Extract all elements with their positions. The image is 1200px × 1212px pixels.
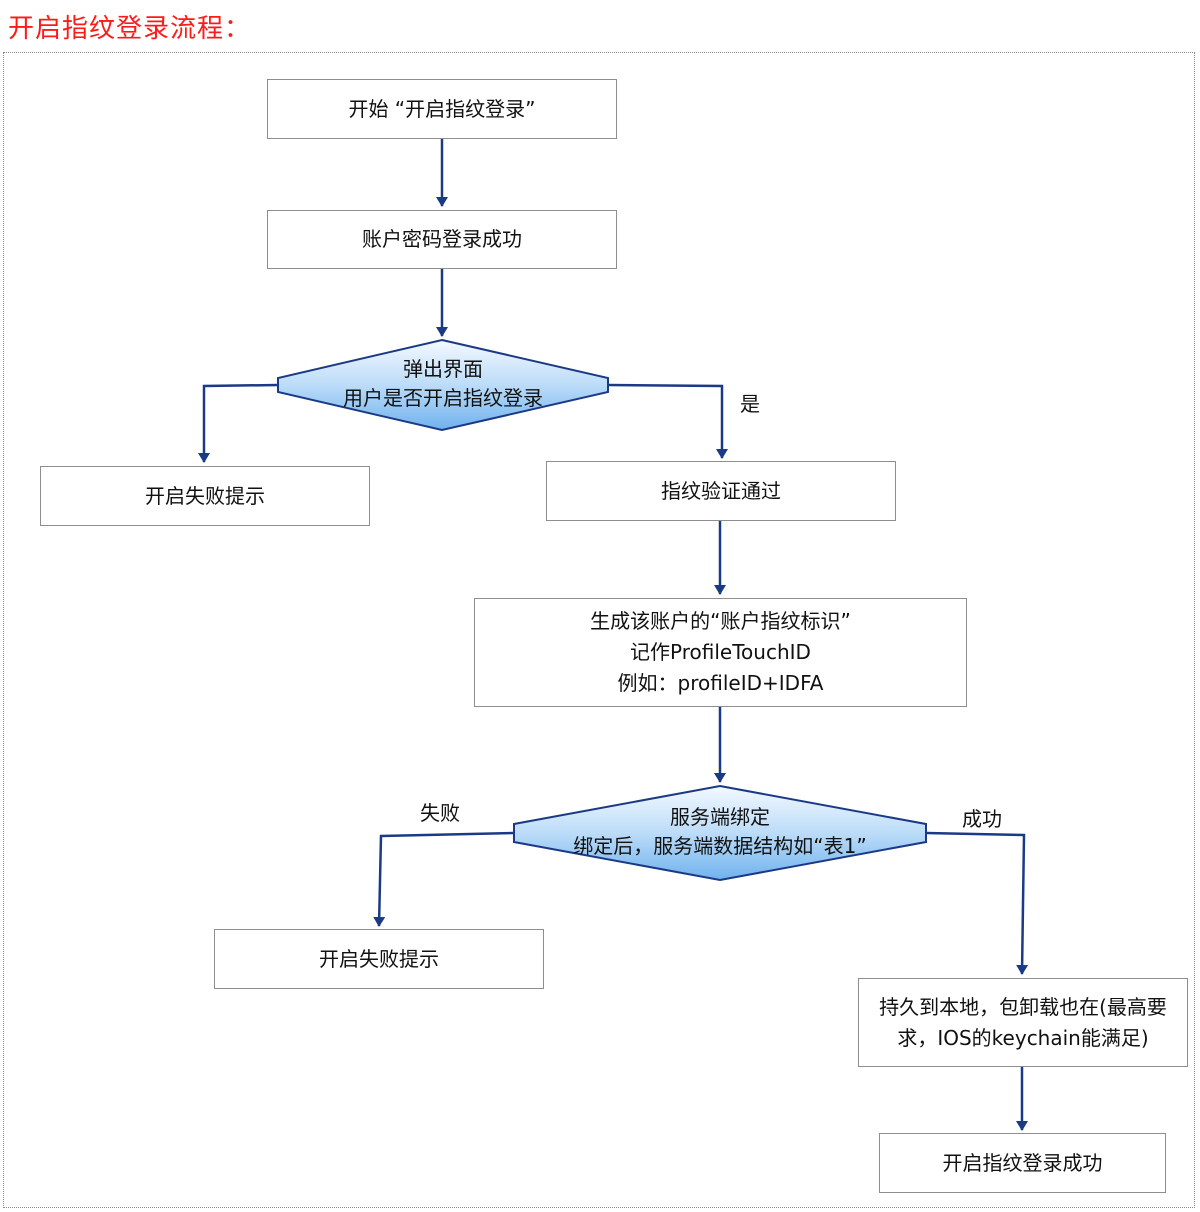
label-success: 成功 xyxy=(962,807,1002,831)
node-fail-tip-1-text: 开启失败提示 xyxy=(145,483,265,508)
node-fp-verified: 指纹验证通过 xyxy=(546,461,896,521)
node-enable-success: 开启指纹登录成功 xyxy=(879,1133,1166,1193)
node-generate-id-line3: 例如：profileID+IDFA xyxy=(617,671,824,695)
arrow-popup-yes xyxy=(607,383,728,459)
decision-popup-shape xyxy=(277,338,609,432)
node-fp-verified-text: 指纹验证通过 xyxy=(661,478,781,503)
decision-bind-shape xyxy=(513,784,927,882)
node-enable-success-text: 开启指纹登录成功 xyxy=(942,1150,1103,1175)
node-generate-id: 生成该账户的“账户指纹标识” 记作ProfileTouchID 例如：profi… xyxy=(474,598,967,707)
node-fail-tip-2-text: 开启失败提示 xyxy=(319,946,439,971)
decision-bind-line2: 绑定后，服务端数据结构如“表1” xyxy=(573,834,867,858)
label-fail: 失败 xyxy=(420,801,460,825)
node-start-text: 开始 “开启指纹登录” xyxy=(348,96,536,121)
label-yes: 是 xyxy=(740,392,760,416)
node-login-success: 账户密码登录成功 xyxy=(267,210,617,269)
arrow-bind-success xyxy=(925,831,1029,975)
node-generate-id-line1: 生成该账户的“账户指纹标识” xyxy=(590,609,851,633)
node-login-success-text: 账户密码登录成功 xyxy=(362,227,522,251)
node-fail-tip-2: 开启失败提示 xyxy=(214,929,544,989)
node-persist-local: 持久到本地，包卸载也在(最高要 求，IOS的keychain能满足) xyxy=(858,978,1188,1067)
node-persist-local-line2: 求，IOS的keychain能满足) xyxy=(897,1025,1149,1050)
decision-bind-text: 服务端绑定 绑定后，服务端数据结构如“表1” xyxy=(530,803,910,861)
decision-popup-line1: 弹出界面 xyxy=(403,357,483,381)
node-persist-local-line1: 持久到本地，包卸载也在(最高要 xyxy=(879,994,1167,1019)
page-title: 开启指纹登录流程： xyxy=(8,14,252,44)
node-generate-id-line2: 记作ProfileTouchID xyxy=(630,640,811,664)
arrow-bind-fail xyxy=(373,831,515,927)
decision-popup-text: 弹出界面 用户是否开启指纹登录 xyxy=(280,355,606,413)
decision-popup-line2: 用户是否开启指纹登录 xyxy=(343,386,543,410)
node-fail-tip-1: 开启失败提示 xyxy=(40,466,370,526)
diagram-frame xyxy=(3,52,1195,1208)
arrow-popup-no xyxy=(198,383,279,463)
decision-bind-line1: 服务端绑定 xyxy=(670,805,770,829)
node-start: 开始 “开启指纹登录” xyxy=(267,79,617,139)
